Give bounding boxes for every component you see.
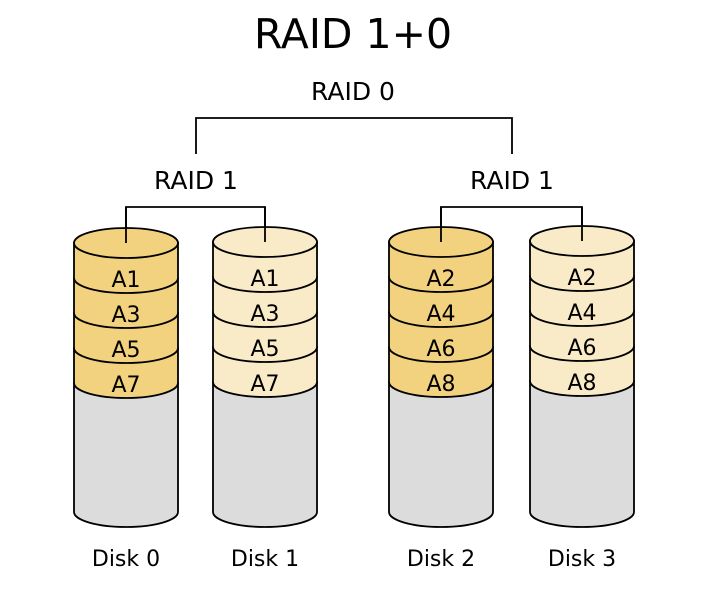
data-block-label: A4 xyxy=(426,302,455,327)
raid1-connector-ends xyxy=(125,207,266,243)
disk-label: Disk 3 xyxy=(548,547,616,572)
disk-label: Disk 1 xyxy=(231,547,299,572)
data-block-label: A2 xyxy=(567,266,596,291)
raid0-label: RAID 0 xyxy=(311,77,395,106)
data-block-label: A7 xyxy=(250,372,279,397)
raid1-label: RAID 1 xyxy=(154,166,238,195)
data-block-label: A8 xyxy=(567,371,596,396)
data-block-label: A1 xyxy=(250,267,279,292)
data-block-label: A4 xyxy=(567,301,596,326)
disk-empty-space xyxy=(388,381,494,528)
data-block-label: A7 xyxy=(111,373,140,398)
raid1-label: RAID 1 xyxy=(470,166,554,195)
raid0-connector xyxy=(195,117,513,154)
disk-empty-space xyxy=(529,380,635,528)
data-block-label: A1 xyxy=(111,268,140,293)
disk-empty-space xyxy=(73,382,179,528)
data-block-label: A5 xyxy=(250,337,279,362)
data-block-label: A3 xyxy=(250,302,279,327)
data-block-label: A5 xyxy=(111,338,140,363)
raid1-connector-ends xyxy=(440,207,583,242)
diagram-title: RAID 1+0 xyxy=(254,10,452,58)
disk-empty-space xyxy=(212,381,318,528)
data-block-label: A8 xyxy=(426,372,455,397)
data-block-label: A6 xyxy=(426,337,455,362)
disk-label: Disk 2 xyxy=(407,547,475,572)
disk-label: Disk 0 xyxy=(92,547,160,572)
data-block-label: A3 xyxy=(111,303,140,328)
data-block-label: A6 xyxy=(567,336,596,361)
data-block-label: A2 xyxy=(426,267,455,292)
